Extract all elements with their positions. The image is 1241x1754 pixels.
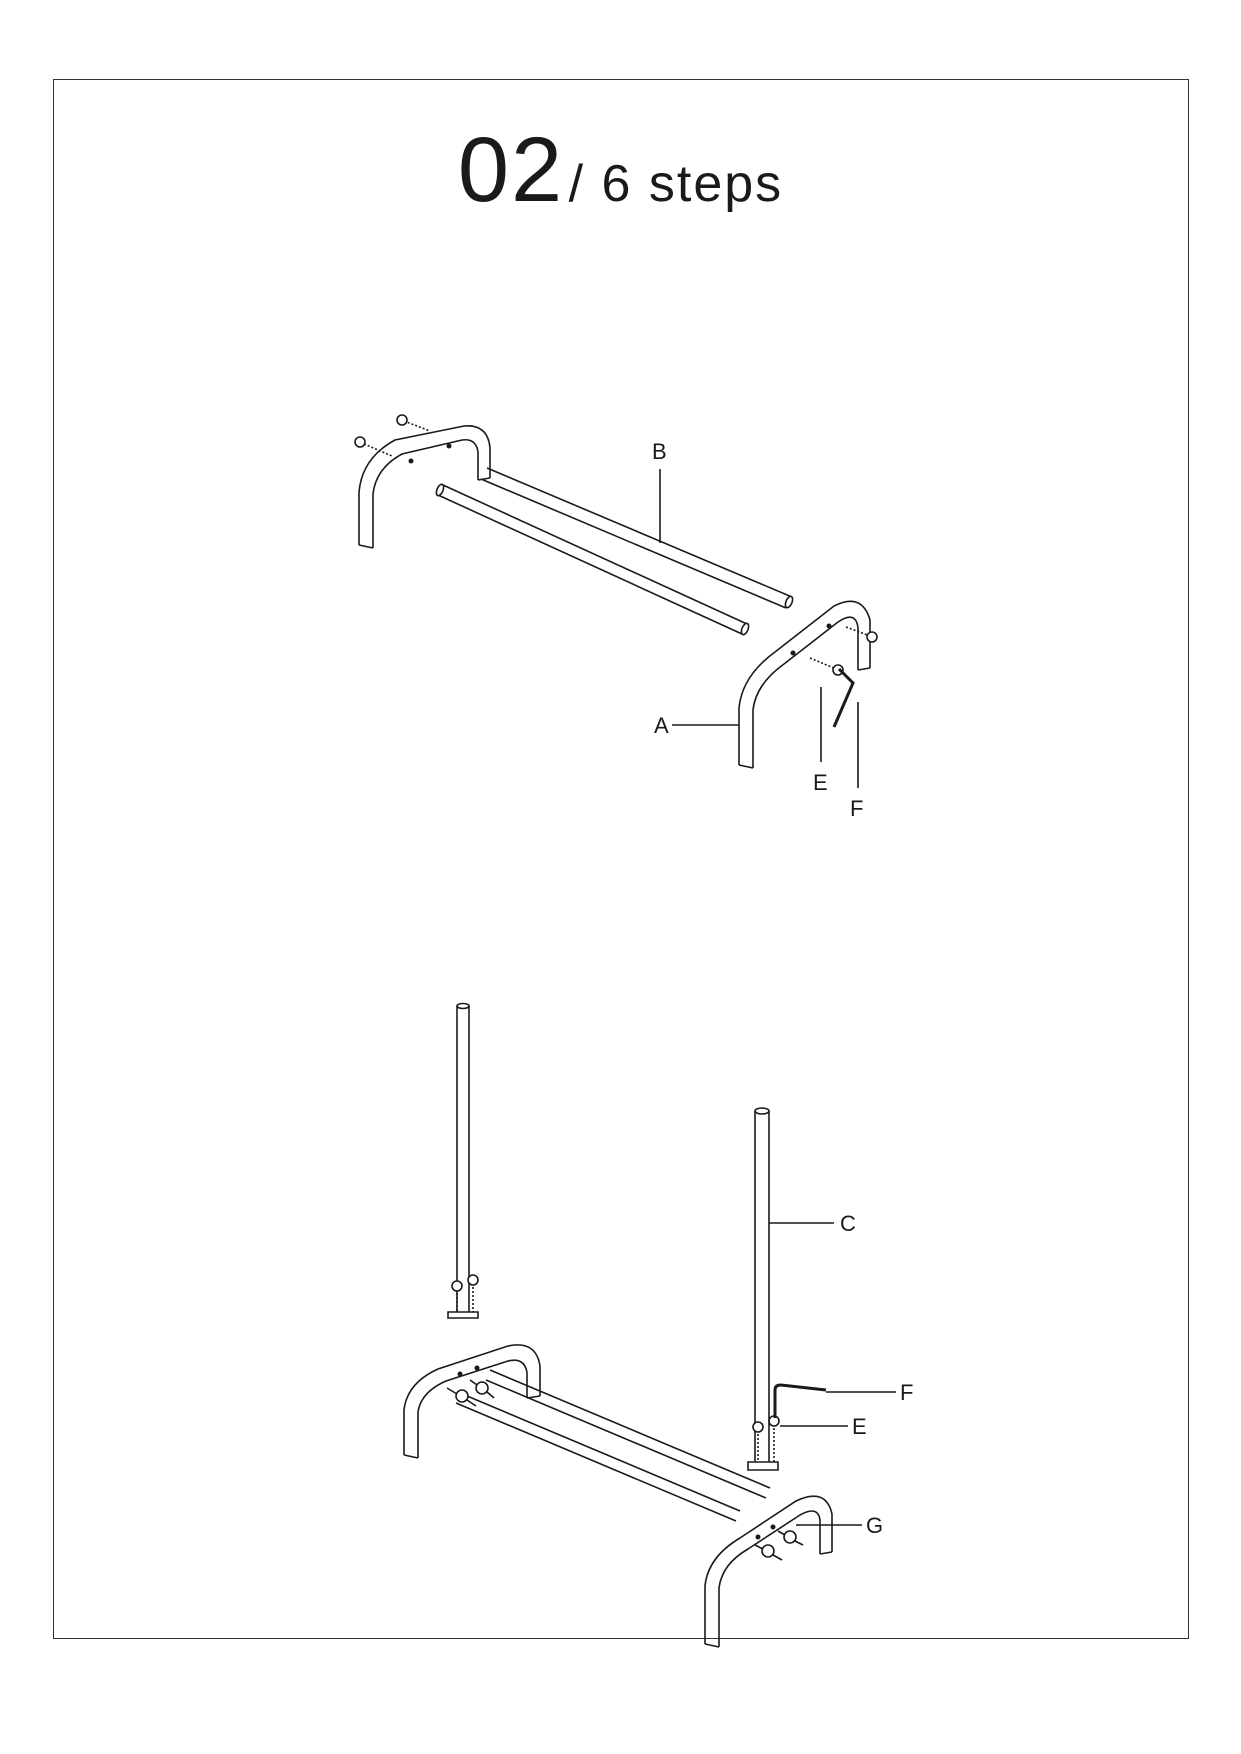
wing-nut-left-2 [469,1379,495,1399]
allen-key-f [832,667,855,728]
label-g: G [866,1513,883,1538]
step-number: 02 [457,119,565,221]
upright-pole-c [747,1107,780,1471]
screw-e-left-lower [354,436,393,457]
wing-nut-g-1 [754,1544,783,1561]
label-e: E [813,770,828,795]
wing-nut-left-1 [446,1387,477,1407]
left-foot-frame [358,425,491,549]
screw-e-right-upper [845,626,878,643]
step-header: 02 / 6 steps [0,118,1241,223]
diagram-upright-assembly: C F E G [403,1002,913,1648]
right-foot-frame-a [738,600,871,769]
screw-e-right-lower [809,657,844,676]
screw-e-left-upper [396,414,431,432]
upright-pole-left [447,1002,479,1319]
allen-key-f-2 [773,1383,827,1418]
wing-nut-g-2 [777,1530,804,1546]
base-frame-right [704,1495,833,1648]
label-f: F [850,796,863,821]
label-b: B [652,439,667,464]
label-c: C [840,1211,856,1236]
step-total: / 6 steps [568,155,784,213]
crossbar-b [480,467,794,609]
label-f-2: F [900,1380,913,1405]
diagram-base-assembly: B A E F [354,414,878,821]
crossbar-lower [435,483,750,636]
label-e-2: E [852,1414,867,1439]
label-a: A [654,713,669,738]
base-frame-left [403,1344,541,1459]
page-border [53,79,1189,1639]
